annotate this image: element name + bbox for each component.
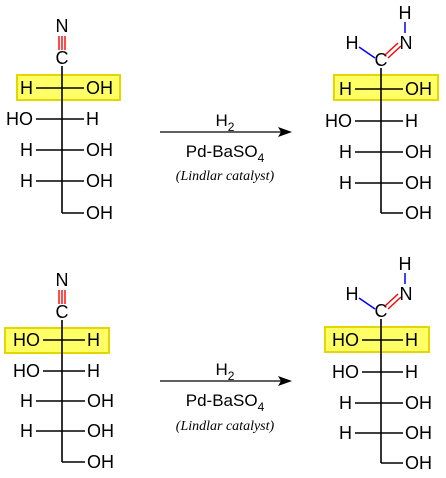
catalyst-note: (Lindlar catalyst)	[176, 169, 275, 184]
fischer-row: H OH	[20, 78, 113, 98]
row-left-group: HO	[13, 361, 40, 381]
row-left-group: H	[339, 173, 352, 193]
ch-bond	[358, 297, 376, 310]
imine-nitrogen: N	[400, 33, 413, 53]
row-right-group: OH	[405, 393, 432, 413]
row-right-group: OH	[405, 142, 432, 162]
catalyst-label: Pd-BaSO4	[186, 142, 265, 165]
fischer-row: HO H	[332, 362, 418, 382]
row-left-group: HO	[13, 330, 40, 350]
row-left-group: H	[339, 79, 352, 99]
row-right-group: OH	[86, 140, 113, 160]
fischer-row: H OH	[20, 171, 113, 191]
product-1: H N H C H OH HO H	[325, 3, 439, 223]
nitrile-triple-bond	[58, 290, 66, 304]
row-left-group: H	[20, 391, 33, 411]
product-2: H N H C HO H HO H	[324, 254, 432, 473]
row-left-group: H	[20, 171, 33, 191]
row-left-group: H	[339, 423, 352, 443]
imine-carbon: C	[375, 301, 388, 321]
row-right-group: H	[405, 111, 418, 131]
nitrile-nitrogen: N	[56, 16, 69, 36]
row-right-group: OH	[87, 391, 114, 411]
terminal-group: OH	[86, 203, 113, 223]
fischer-row: H OH	[339, 423, 432, 443]
row-left-group: H	[20, 78, 33, 98]
row-left-group: HO	[6, 109, 33, 129]
imine-carbon: C	[375, 50, 388, 70]
row-left-group: HO	[332, 362, 359, 382]
row-right-group: OH	[86, 171, 113, 191]
imine-double-bond	[384, 42, 402, 59]
row-left-group: H	[20, 140, 33, 160]
fischer-row: H OH	[339, 173, 432, 193]
highlight-box	[324, 326, 430, 353]
fischer-row: H OH	[20, 391, 114, 411]
row-right-group: H	[87, 330, 100, 350]
fischer-row: H OH	[20, 421, 114, 441]
reaction-1: N C H OH HO H H OH	[6, 3, 439, 223]
row-right-group: H	[405, 330, 418, 350]
reactant-1: N C H OH HO H H OH	[6, 16, 121, 223]
terminal-group: OH	[87, 452, 114, 472]
nitrile-nitrogen: N	[56, 270, 69, 290]
fischer-row: H OH	[339, 393, 432, 413]
row-left-group: HO	[332, 330, 359, 350]
row-right-group: OH	[405, 79, 432, 99]
reactant-2: N C HO H HO H H OH	[4, 270, 114, 472]
nitrile-carbon: C	[56, 302, 69, 322]
arrow-head	[278, 376, 292, 386]
fischer-row: H OH	[339, 79, 432, 99]
row-left-group: H	[20, 421, 33, 441]
reaction-arrow-1: H2 Pd-BaSO4 (Lindlar catalyst)	[160, 111, 292, 184]
imine-hydrogen-top: H	[399, 254, 412, 274]
nitrile-triple-bond	[58, 36, 66, 50]
row-right-group: H	[87, 361, 100, 381]
reagent-formula: H2	[216, 111, 235, 134]
row-left-group: H	[339, 393, 352, 413]
reaction-2: N C HO H HO H H OH	[4, 254, 432, 473]
row-right-group: H	[86, 109, 99, 129]
fischer-row: HO H	[13, 330, 100, 350]
imine-double-bond	[384, 293, 402, 310]
terminal-group: OH	[405, 453, 432, 473]
row-right-group: OH	[87, 421, 114, 441]
imine-hydrogen-top: H	[399, 3, 412, 23]
catalyst-label: Pd-BaSO4	[186, 391, 265, 414]
catalyst-note: (Lindlar catalyst)	[176, 419, 275, 434]
row-left-group: HO	[325, 111, 352, 131]
fischer-row: HO H	[13, 361, 100, 381]
row-right-group: H	[405, 362, 418, 382]
fischer-row: HO H	[6, 109, 99, 129]
fischer-row: HO H	[332, 330, 418, 350]
ch-bond	[358, 46, 376, 59]
fischer-row: HO H	[325, 111, 418, 131]
arrow-head	[278, 127, 292, 137]
row-left-group: H	[339, 142, 352, 162]
imine-hydrogen-left: H	[346, 284, 359, 304]
reaction-arrow-2: H2 Pd-BaSO4 (Lindlar catalyst)	[160, 360, 292, 434]
highlight-box	[333, 74, 439, 101]
row-right-group: OH	[86, 78, 113, 98]
row-right-group: OH	[405, 423, 432, 443]
fischer-row: H OH	[20, 140, 113, 160]
reagent-formula: H2	[216, 360, 235, 383]
row-right-group: OH	[405, 173, 432, 193]
terminal-group: OH	[405, 203, 432, 223]
imine-hydrogen-left: H	[346, 33, 359, 53]
imine-nitrogen: N	[400, 284, 413, 304]
fischer-row: H OH	[339, 142, 432, 162]
nitrile-carbon: C	[56, 48, 69, 68]
